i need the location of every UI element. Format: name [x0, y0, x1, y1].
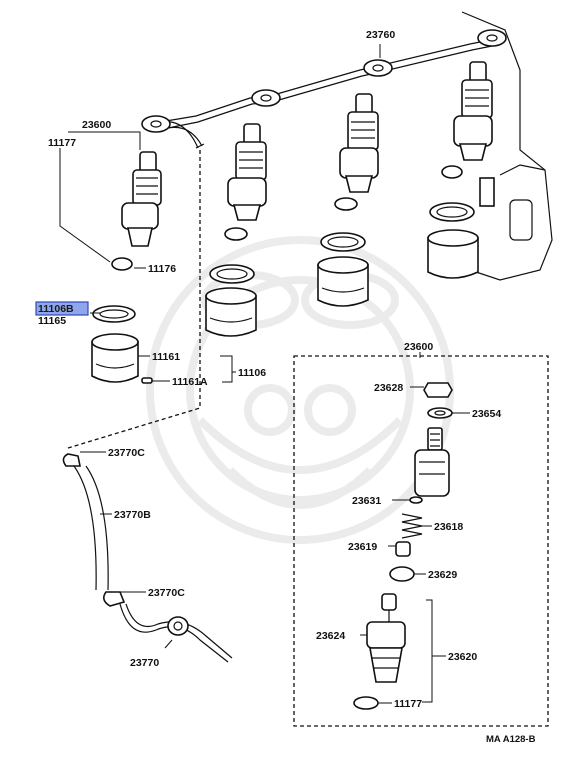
highlight-11106b [35, 301, 89, 316]
injector-kit-parts [353, 382, 453, 710]
label-23619[interactable]: 23619 [348, 541, 377, 553]
leader-lines [59, 44, 470, 704]
fuel-pipe-23760 [141, 29, 507, 149]
label-23620[interactable]: 23620 [448, 651, 477, 663]
label-23770c-top[interactable]: 23770C [108, 447, 145, 459]
drawing-code: MA A128-B [486, 734, 536, 745]
label-23618[interactable]: 23618 [434, 521, 463, 533]
label-11161a[interactable]: 11161A [172, 376, 208, 388]
label-11161[interactable]: 11161 [152, 351, 180, 363]
label-11176[interactable]: 11176 [148, 263, 176, 275]
injector-4 [427, 61, 493, 279]
injector-3 [317, 93, 379, 307]
label-23629[interactable]: 23629 [428, 569, 457, 581]
label-23770[interactable]: 23770 [130, 657, 159, 669]
label-23760[interactable]: 23760 [366, 29, 395, 41]
label-23770b[interactable]: 23770B [114, 509, 151, 521]
leakoff-hose-assembly [62, 453, 233, 663]
injector-kit-box [293, 355, 549, 727]
label-11177-kit[interactable]: 11177 [394, 698, 422, 710]
label-23624[interactable]: 23624 [316, 630, 345, 642]
label-23631[interactable]: 23631 [352, 495, 381, 507]
label-23628[interactable]: 23628 [374, 382, 403, 394]
label-23654[interactable]: 23654 [472, 408, 501, 420]
injector-2 [205, 123, 267, 337]
label-11106[interactable]: 11106 [238, 367, 266, 379]
left-column-parts [91, 305, 153, 384]
label-23600-top[interactable]: 23600 [82, 119, 111, 131]
injector-1 [111, 151, 162, 271]
label-23600-kit[interactable]: 23600 [404, 341, 433, 353]
label-11177-top[interactable]: 11177 [48, 137, 76, 149]
cylinder-head-outline [461, 11, 553, 281]
lotus-emblem-watermark [146, 236, 454, 544]
label-11106b[interactable]: 11106B [38, 303, 74, 315]
label-23770c-bottom[interactable]: 23770C [148, 587, 185, 599]
label-11165[interactable]: 11165 [38, 315, 66, 327]
